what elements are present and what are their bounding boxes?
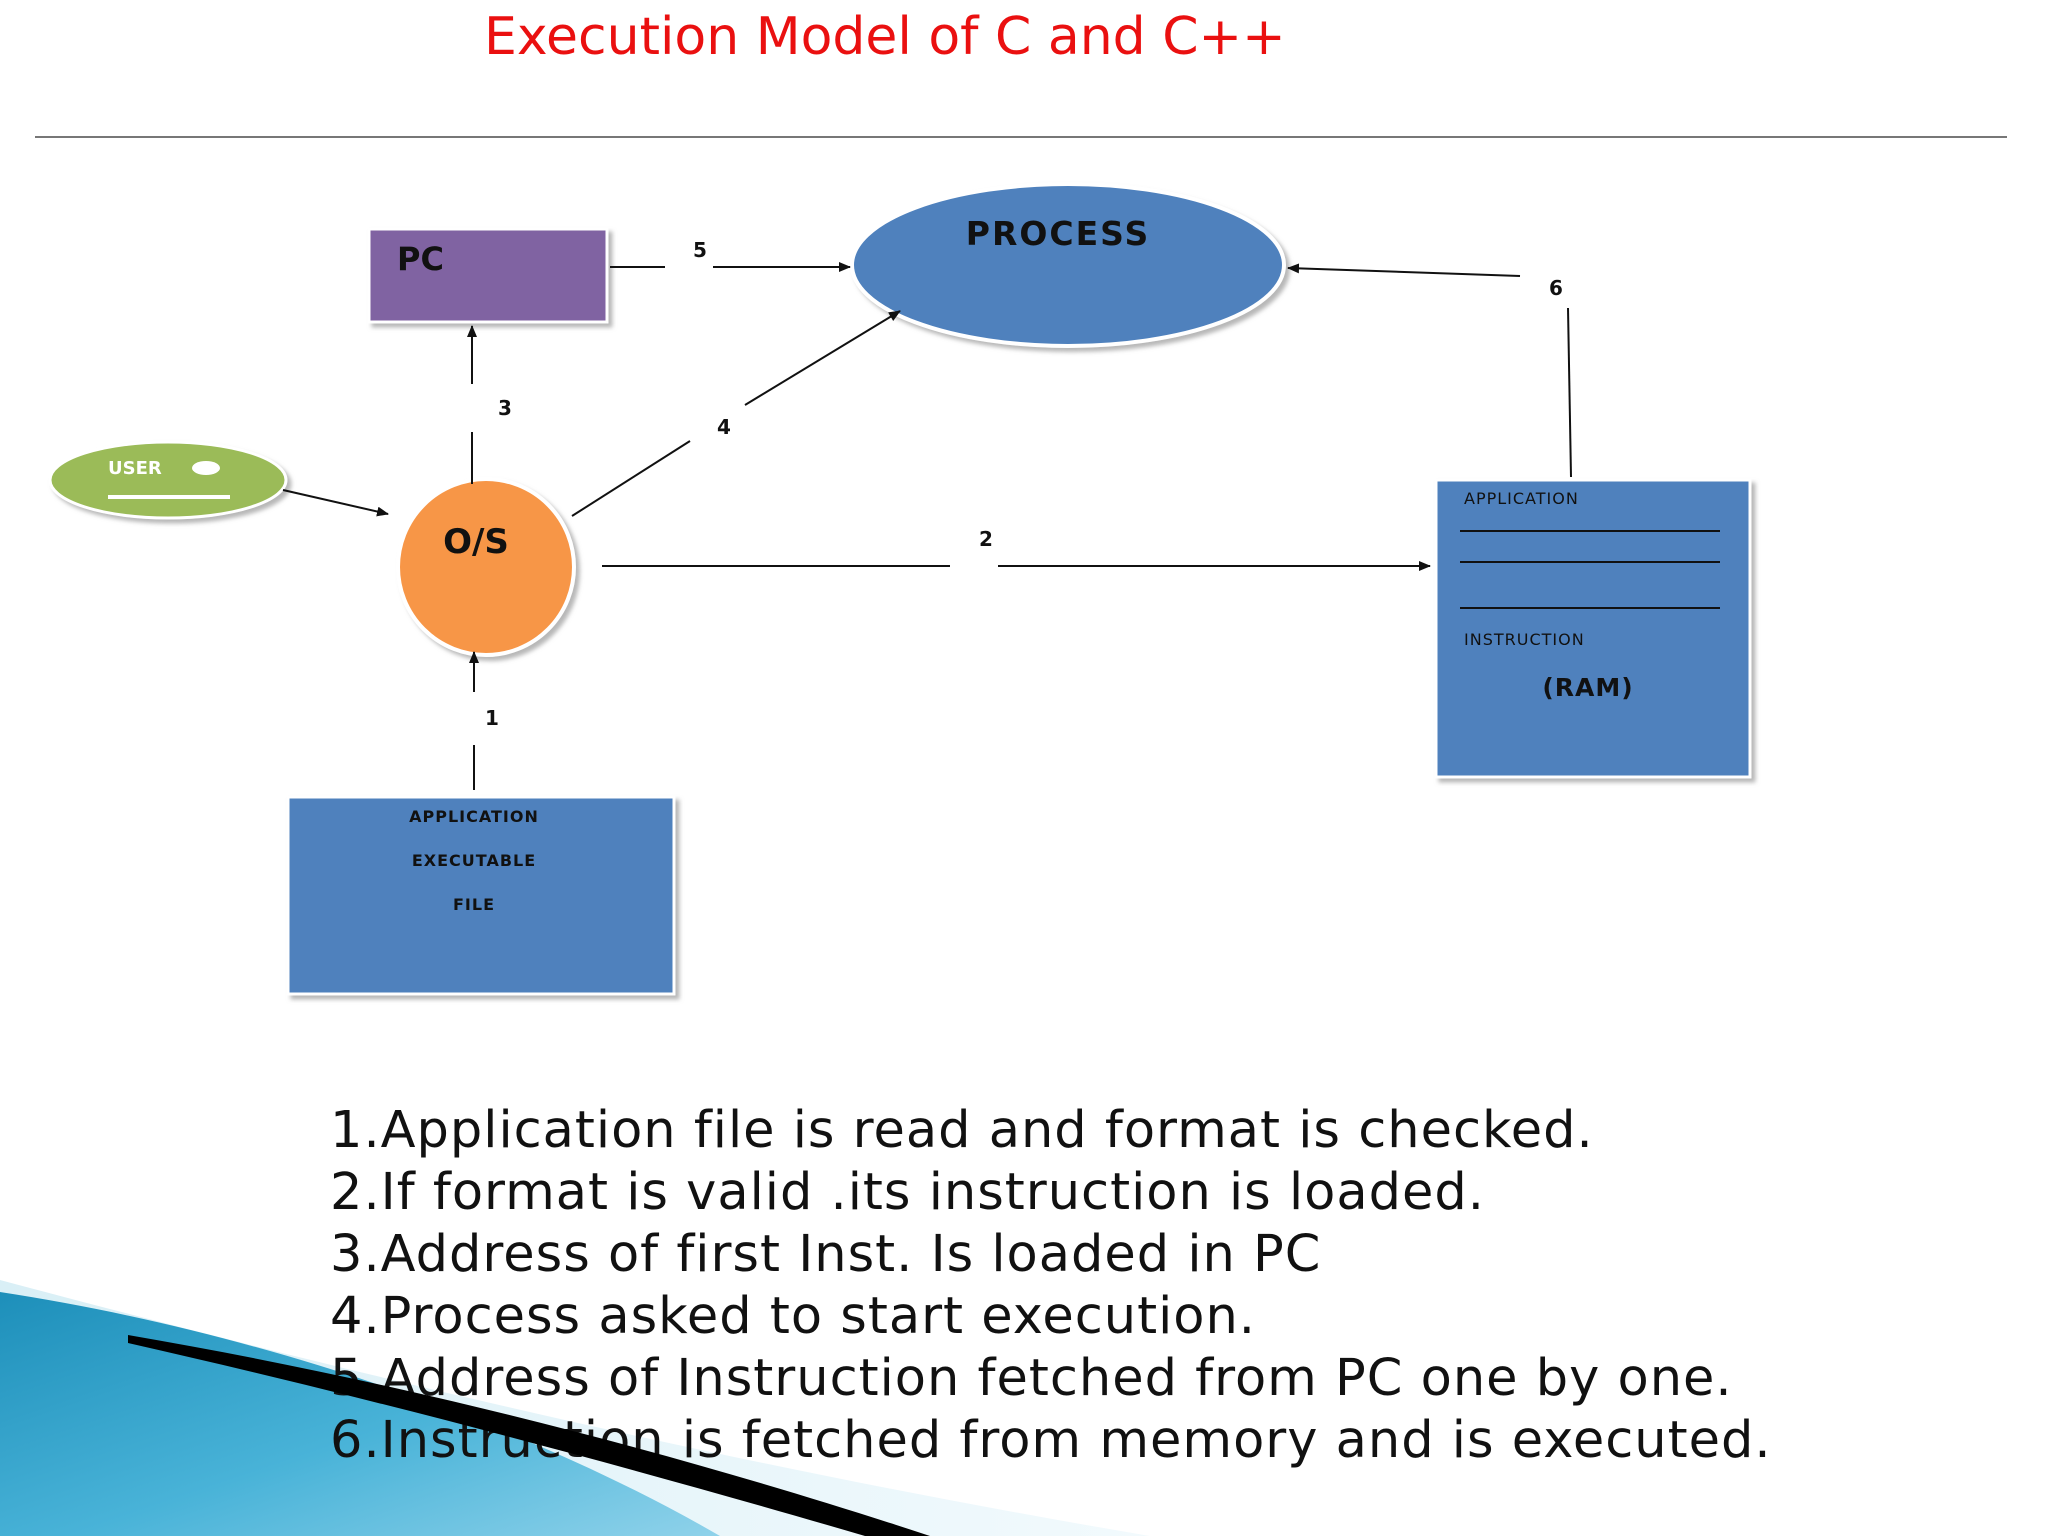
steps-list: 1.Application file is read and format is… [330,1100,1772,1472]
step-item: 4.Process asked to start execution. [330,1287,1256,1346]
edge-3-label: 3 [498,396,512,420]
os-label: O/S [443,522,509,562]
process-node: PROCESS [850,182,1286,348]
edge-2: 2 [602,527,1431,571]
user-label: USER [108,458,162,479]
step-item: 3.Address of first Inst. Is loaded in PC [330,1225,1322,1284]
executable-label-line-1: APPLICATION [409,807,539,826]
edge-1-label: 1 [485,706,499,730]
step-item: 1.Application file is read and format is… [330,1101,1594,1160]
executable-label-line-3: FILE [453,895,495,914]
edge-4: 4 [571,310,901,517]
ram-instruction-label: INSTRUCTION [1464,630,1585,649]
dark-wedge [128,1335,930,1536]
edge-4-arrow [744,310,901,406]
edge-5-label: 5 [693,238,707,262]
pc-node: PC [367,227,609,324]
executable-file-node: APPLICATION EXECUTABLE FILE [286,795,676,996]
edge-6-label: 6 [1549,276,1563,300]
edge-4-label: 4 [717,415,731,439]
edge-6-arrow [1287,263,1521,277]
step-item: 5.Address of Instruction fetched from PC… [330,1349,1733,1408]
slide-title: Execution Model of C and C++ [484,7,1286,67]
edge-6: 6 [1287,263,1572,478]
edge-user-to-os [282,489,389,517]
user-toggle-icon [192,461,220,475]
edge-1: 1 [469,651,499,790]
ram-name-label: (RAM) [1542,673,1633,702]
os-node: O/S [396,477,576,657]
ram-node: APPLICATION INSTRUCTION (RAM) [1434,478,1752,779]
step-item: 2.If format is valid .its instruction is… [330,1163,1485,1222]
title-divider [35,136,2007,138]
executable-label-line-2: EXECUTABLE [412,851,536,870]
edge-user-to-os-arrow [282,489,389,517]
edge-6-line-vertical [1567,307,1572,478]
pc-label: PC [397,240,444,278]
ram-application-label: APPLICATION [1464,489,1579,508]
edge-5: 5 [610,238,851,272]
edge-2-label: 2 [979,527,993,551]
edge-3: 3 [467,325,512,484]
edge-4-line-lower [571,440,691,517]
process-label: PROCESS [966,214,1150,253]
user-node: USER [48,440,288,520]
